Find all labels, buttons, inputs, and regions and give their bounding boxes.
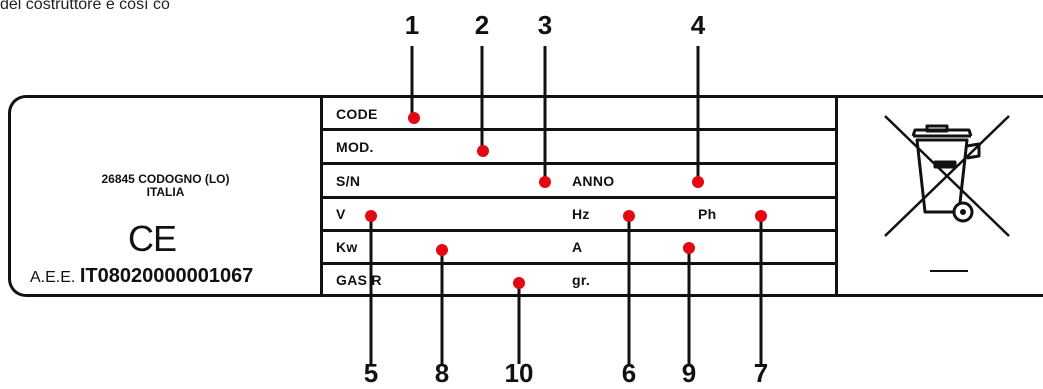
aee-prefix: A.E.E. bbox=[30, 269, 76, 286]
field-gas-weight: gr. bbox=[572, 272, 591, 288]
callout-2-leader bbox=[480, 46, 484, 150]
callout-6-leader bbox=[627, 216, 631, 364]
callout-7-number: 7 bbox=[753, 358, 769, 388]
callout-10-dot bbox=[513, 277, 525, 289]
callout-1-number: 1 bbox=[404, 10, 420, 40]
callout-9-dot bbox=[683, 242, 695, 254]
field-frequency: Hz bbox=[572, 206, 590, 222]
field-year: ANNO bbox=[572, 173, 615, 189]
row-divider bbox=[320, 262, 838, 265]
row-divider bbox=[320, 196, 838, 199]
aee-registration: A.E.E. IT08020000001067 bbox=[30, 265, 253, 288]
callout-2-dot bbox=[477, 145, 489, 157]
callout-2-number: 2 bbox=[474, 10, 490, 40]
callout-3-number: 3 bbox=[537, 10, 553, 40]
rating-plate bbox=[8, 95, 1043, 297]
callout-3-dot bbox=[539, 176, 551, 188]
aee-code: IT08020000001067 bbox=[79, 265, 254, 287]
callout-4-leader bbox=[696, 46, 700, 182]
cropped-caption: del costruttore è così costituita: bbox=[0, 0, 170, 13]
row-divider bbox=[320, 162, 838, 165]
callout-5-dot bbox=[365, 210, 377, 222]
callout-7-dot bbox=[755, 210, 767, 222]
callout-10-number: 10 bbox=[504, 358, 534, 388]
bin-underline bbox=[930, 270, 968, 272]
ce-mark: CE bbox=[128, 218, 177, 259]
callout-4-number: 4 bbox=[690, 10, 706, 40]
field-serial: S/N bbox=[336, 173, 361, 189]
manufacturer-address-line2: ITALIA bbox=[146, 185, 185, 199]
callout-1-leader bbox=[410, 46, 414, 118]
callout-5-leader bbox=[369, 216, 373, 364]
callout-10-leader bbox=[517, 283, 521, 364]
callout-5-number: 5 bbox=[363, 358, 379, 388]
field-current: A bbox=[572, 239, 583, 255]
callout-8-leader bbox=[440, 250, 444, 364]
field-power: Kw bbox=[336, 239, 358, 255]
crossed-out-wheelie-bin-icon bbox=[884, 115, 1010, 237]
callout-7-leader bbox=[759, 216, 763, 364]
field-model: MOD. bbox=[336, 139, 374, 155]
callout-8-dot bbox=[436, 244, 448, 256]
callout-4-dot bbox=[692, 176, 704, 188]
field-gas: GAS R bbox=[336, 272, 382, 288]
field-code: CODE bbox=[336, 106, 378, 122]
field-phase: Ph bbox=[698, 206, 717, 222]
manufacturer-address-line1: 26845 CODOGNO (LO) bbox=[101, 172, 230, 186]
field-voltage: V bbox=[336, 206, 346, 222]
callout-6-dot bbox=[623, 210, 635, 222]
callout-9-leader bbox=[687, 248, 691, 364]
callout-3-leader bbox=[543, 46, 547, 182]
row-divider bbox=[320, 229, 838, 232]
callout-6-number: 6 bbox=[621, 358, 637, 388]
row-divider bbox=[320, 128, 838, 131]
callout-1-dot bbox=[408, 112, 420, 124]
callout-8-number: 8 bbox=[434, 358, 450, 388]
callout-9-number: 9 bbox=[681, 358, 697, 388]
